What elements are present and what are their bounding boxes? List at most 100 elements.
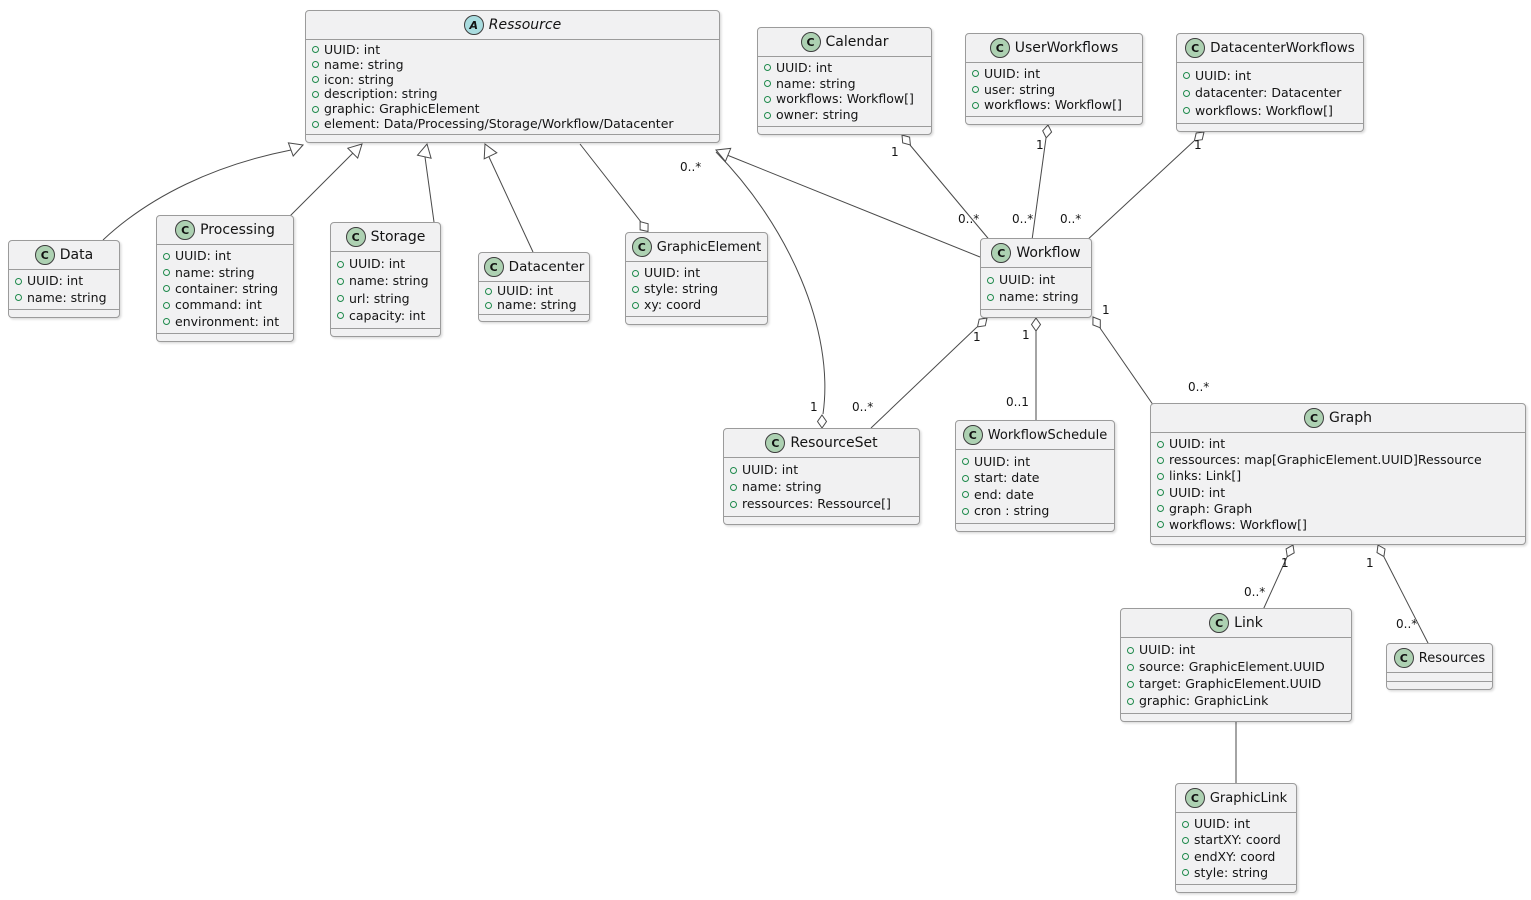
field-visibility-icon [730, 483, 737, 491]
methods-compartment [1176, 884, 1296, 892]
multiplicity-label: 0..* [852, 400, 874, 414]
attribute-list: UUID: int startXY: coord endXY: coord st… [1176, 813, 1296, 884]
attribute-text: workflows: Workflow[] [984, 97, 1122, 113]
attribute-text: UUID: int [349, 256, 406, 272]
class-datacenterworkflows: C DatacenterWorkflows UUID: int datacent… [1176, 33, 1364, 132]
attributes-compartment-empty [1387, 673, 1492, 681]
field-visibility-icon [163, 318, 170, 326]
attribute-text: description: string [324, 86, 438, 102]
field-visibility-icon [632, 269, 639, 277]
multiplicity-label: 0..* [1396, 617, 1418, 631]
field-visibility-icon [337, 277, 344, 285]
edge-userworkflows-workflow [1031, 137, 1047, 241]
multiplicity-label: 1 [1194, 138, 1202, 152]
class-graph: C Graph UUID: int ressources: map[Graphi… [1150, 403, 1526, 545]
attribute-text: UUID: int [27, 273, 84, 289]
generalization-arrow-data [287, 142, 304, 157]
field-visibility-icon [1182, 820, 1189, 828]
attribute-text: ressources: Ressource[] [742, 496, 891, 511]
field-visibility-icon [962, 458, 969, 466]
multiplicity-label: 1 [1366, 556, 1374, 570]
attribute-text: name: string [349, 273, 429, 289]
attribute-row: name: string [485, 298, 581, 312]
attribute-text: UUID: int [175, 248, 232, 264]
attribute-text: UUID: int [1194, 816, 1251, 832]
class-name: Datacenter [508, 259, 585, 275]
multiplicity-label: 1 [973, 330, 981, 344]
field-visibility-icon [1157, 521, 1164, 529]
class-header: C WorkflowSchedule [956, 421, 1114, 450]
class-name: UserWorkflows [1014, 40, 1119, 56]
attribute-text: source: GraphicElement.UUID [1139, 659, 1325, 674]
attribute-list: UUID: int name: string url: string capac… [331, 252, 440, 328]
attribute-text: environment: int [175, 313, 280, 329]
field-visibility-icon [1182, 869, 1189, 877]
methods-compartment [1387, 681, 1492, 689]
field-visibility-icon [972, 86, 979, 93]
field-visibility-icon [1183, 107, 1190, 114]
attribute-row: UUID: int [1157, 437, 1517, 451]
aggregation-diamond-graphicelement [639, 221, 649, 233]
attribute-text: target: GraphicElement.UUID [1139, 676, 1322, 691]
attribute-text: startXY: coord [1194, 832, 1281, 848]
edge-calendar-workflow [909, 144, 993, 244]
field-visibility-icon [1127, 680, 1134, 688]
edge-workflow-graph [1099, 327, 1159, 413]
class-header: C Storage [331, 223, 440, 252]
field-visibility-icon [972, 70, 979, 78]
multiplicity-label: 0..* [958, 212, 980, 226]
methods-compartment [1151, 536, 1525, 544]
field-visibility-icon [632, 301, 639, 309]
class-data: C Data UUID: int name: string [8, 240, 120, 318]
attribute-row: workflows: Workflow[] [764, 92, 923, 106]
class-ressource: A Ressource UUID: int name: string icon:… [305, 10, 720, 143]
class-icon: C [1185, 38, 1206, 58]
attribute-list: UUID: int name: string [9, 270, 119, 309]
attribute-row: target: GraphicElement.UUID [1127, 677, 1343, 691]
attribute-row: UUID: int [1183, 67, 1355, 83]
attribute-text: UUID: int [644, 265, 701, 280]
methods-compartment [1177, 123, 1363, 131]
abstract-class-icon: A [463, 15, 484, 35]
class-name: Storage [370, 229, 426, 245]
field-visibility-icon [337, 295, 344, 303]
attribute-text: xy: coord [644, 297, 702, 312]
class-link: C Link UUID: int source: GraphicElement.… [1120, 608, 1352, 722]
attribute-text: UUID: int [1195, 67, 1252, 83]
class-header: C GraphicElement [626, 233, 767, 262]
attribute-row: start: date [962, 471, 1106, 485]
aggregation-diamond-calendar [901, 134, 911, 146]
methods-compartment [157, 333, 293, 341]
methods-compartment [9, 309, 119, 317]
attribute-row: UUID: int [730, 463, 911, 477]
edge-graph-link [1262, 556, 1288, 611]
class-header: C ResourceSet [724, 429, 919, 458]
methods-compartment [479, 314, 589, 321]
field-visibility-icon [764, 64, 771, 72]
attribute-row: element: Data/Processing/Storage/Workflo… [312, 117, 711, 131]
attribute-list: UUID: int name: string container: string… [157, 245, 293, 333]
attribute-text: UUID: int [984, 65, 1041, 81]
field-visibility-icon [15, 277, 22, 285]
attribute-text: name: string [27, 289, 107, 305]
attribute-text: UUID: int [999, 272, 1056, 287]
class-header: C Calendar [758, 28, 931, 57]
methods-compartment [331, 328, 440, 336]
attribute-row: graphic: GraphicLink [1127, 694, 1343, 708]
class-icon: C [765, 433, 786, 453]
attribute-row: name: string [312, 57, 711, 72]
multiplicity-label: 1 [1036, 138, 1044, 152]
attribute-list: UUID: int style: string xy: coord [626, 262, 767, 316]
attribute-row: graph: Graph [1157, 501, 1517, 516]
class-datacenter: C Datacenter UUID: int name: string [478, 252, 590, 322]
class-name: Link [1234, 615, 1263, 631]
multiplicity-label: 1 [810, 400, 818, 414]
attribute-text: style: string [1194, 864, 1269, 880]
attribute-text: name: string [497, 297, 577, 312]
attribute-row: source: GraphicElement.UUID [1127, 660, 1343, 674]
attribute-text: workflows: Workflow[] [1169, 516, 1307, 532]
attribute-text: UUID: int [1169, 484, 1226, 500]
class-name: Graph [1329, 410, 1372, 426]
field-visibility-icon [1183, 89, 1190, 97]
